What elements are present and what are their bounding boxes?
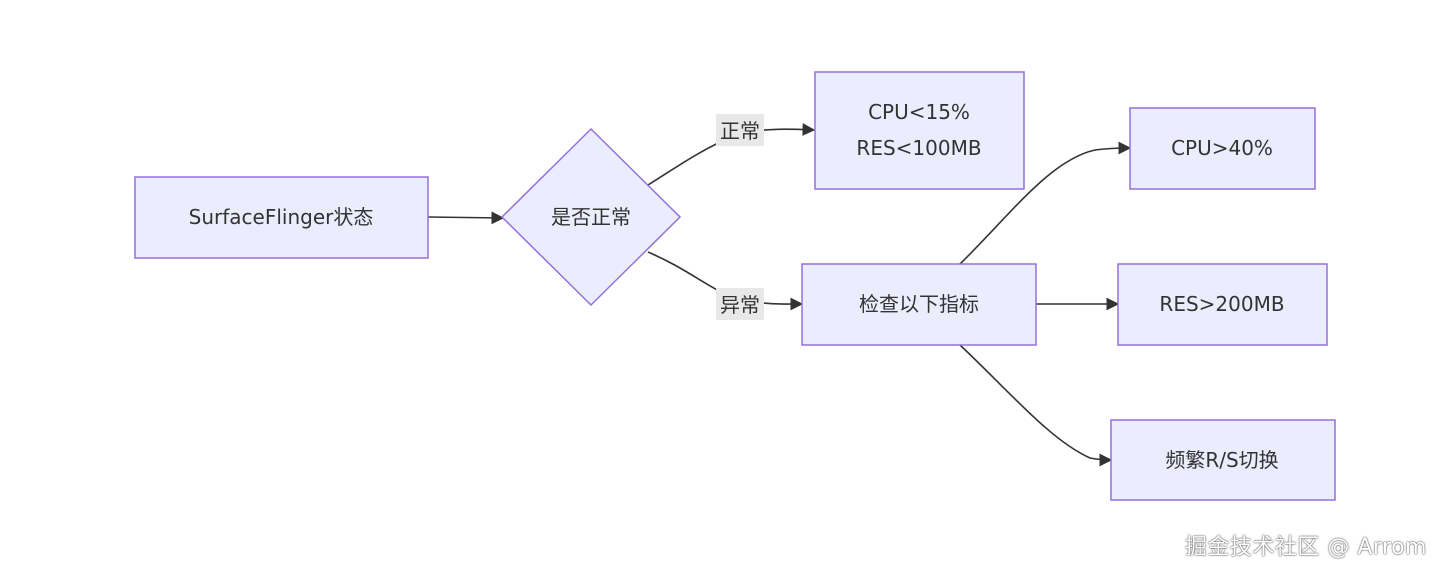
node-normal-line1: CPU<15% bbox=[868, 100, 970, 124]
edge-check-to-cpu bbox=[959, 141, 1132, 265]
node-start: SurfaceFlinger状态 bbox=[134, 176, 429, 259]
node-decision: 是否正常 bbox=[500, 127, 682, 307]
node-res: RES>200MB bbox=[1117, 263, 1328, 346]
node-res-label: RES>200MB bbox=[1159, 292, 1284, 316]
node-switch-label: 频繁R/S切换 bbox=[1165, 448, 1278, 472]
node-decision-label: 是否正常 bbox=[551, 205, 631, 229]
node-start-label: SurfaceFlinger状态 bbox=[189, 205, 374, 229]
edge-start-to-decision bbox=[427, 211, 505, 225]
watermark: 掘金技术社区 @ Arrom bbox=[1184, 535, 1427, 560]
node-cpu-label: CPU>40% bbox=[1171, 136, 1273, 160]
node-switch: 频繁R/S切换 bbox=[1110, 419, 1336, 501]
edge-label-normal-text: 正常 bbox=[720, 119, 760, 143]
node-check: 检查以下指标 bbox=[801, 263, 1037, 346]
node-cpu: CPU>40% bbox=[1129, 107, 1316, 190]
node-normal-line2: RES<100MB bbox=[856, 136, 981, 160]
node-normal: CPU<15% RES<100MB bbox=[814, 71, 1025, 190]
edge-label-abnormal: 异常 bbox=[716, 288, 764, 320]
edge-label-abnormal-text: 异常 bbox=[720, 293, 760, 317]
node-check-label: 检查以下指标 bbox=[859, 292, 979, 316]
edge-label-normal: 正常 bbox=[716, 114, 764, 146]
edge-check-to-switch bbox=[959, 344, 1113, 467]
